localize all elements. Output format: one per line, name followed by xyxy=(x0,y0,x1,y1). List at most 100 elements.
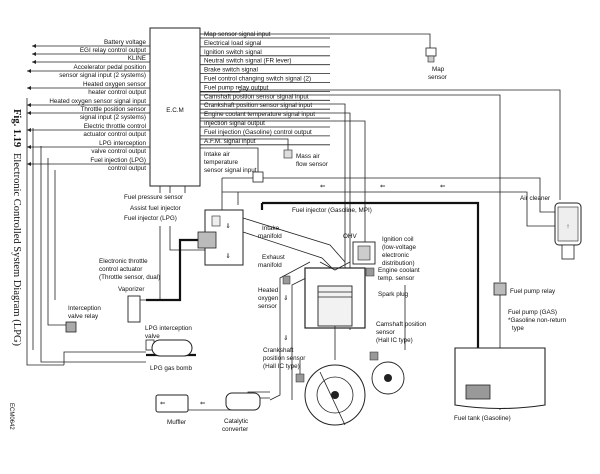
assist-fuel-injector-label: Assist fuel injector xyxy=(130,205,181,212)
map-sensor-label-2: sensor xyxy=(428,74,447,81)
intake-air-temp-label-2: temperature xyxy=(204,159,238,166)
heated-oxygen-sensor: Heated oxygen sensor xyxy=(258,275,291,310)
fuel-injector-lpg-label: Fuel injector (LPG) xyxy=(124,215,177,222)
left-signal-label: valve control output xyxy=(91,148,146,155)
fuel-tank-label: Fuel tank (Gasoline) xyxy=(454,415,511,422)
fuel-injector-gasoline-label: Fuel injector (Gasoline, MPI) xyxy=(292,207,372,214)
intake-air-temp-sensor xyxy=(283,149,293,159)
ohv-label: OHV xyxy=(343,233,357,240)
right-signal-label: Fuel injection (Gasoline) control output xyxy=(204,129,312,136)
intake-manifold-label-2: manifold xyxy=(258,233,282,240)
lpg-gas-bomb: LPG gas bomb xyxy=(150,339,193,372)
ignition-coil-label-3: electronic xyxy=(382,252,409,259)
left-signal-label: Fuel injection (LPG) xyxy=(90,157,146,164)
intake-manifold: Intake manifold xyxy=(242,217,346,271)
right-signal-label: Fuel control changing switch signal (2) xyxy=(204,76,311,83)
catalytic-label-1: Catalytic xyxy=(224,418,248,425)
ignition-coil-label-1: Ignition coil xyxy=(382,236,414,243)
heated-o2-label-2: oxygen xyxy=(258,295,279,302)
etc-actuator-label-2: control actuator xyxy=(99,266,142,273)
air-cleaner: Air cleaner ↑ xyxy=(520,195,582,260)
exhaust-manifold-label-1: Exhaust xyxy=(262,254,285,261)
crankshaft-sensor-label-3: (Hall IC type) xyxy=(263,363,300,370)
figure-code-group: ECM0642 xyxy=(8,403,14,430)
svg-text:⇓: ⇓ xyxy=(283,295,288,302)
spark-plug-label: Spark plug xyxy=(378,291,409,298)
figure-code: ECM0642 xyxy=(8,403,14,430)
crankshaft-sensor-label-1: Crankshaft xyxy=(263,347,294,354)
heated-o2-label-1: Heated xyxy=(258,287,279,294)
map-sensor-label-1: Map xyxy=(432,66,445,73)
svg-text:⇐: ⇐ xyxy=(320,183,325,190)
coolant-temp-label-1: Engine coolant xyxy=(378,267,420,274)
right-signal-label: Ignition switch signal xyxy=(204,49,262,56)
fuel-tank: Fuel pump (GAS) *Gasoline non-return typ… xyxy=(454,309,567,422)
right-signal-label: Electrical load signal xyxy=(204,40,261,47)
right-signal-label: A.F.M. signal input xyxy=(204,138,256,145)
right-signal-label: Engine coolant temperature signal input xyxy=(204,111,315,118)
left-signal-label: Accelerator pedal position xyxy=(74,64,147,71)
left-signal-label: Electric throttle control xyxy=(84,123,146,130)
interception-valve-relay: Interception valve relay xyxy=(65,305,101,333)
etc-actuator-label-3: (Throttle sensor, dual) xyxy=(99,274,160,281)
heated-o2-label-3: sensor xyxy=(258,303,277,310)
left-signal-label: LPG interception xyxy=(99,140,146,147)
right-signal-label: Fuel pump relay output xyxy=(204,84,269,91)
camshaft-sensor-label-1: Camshaft position xyxy=(376,321,427,328)
left-signal-label: KLINE xyxy=(128,55,146,62)
camshaft-sensor: Camshaft position sensor (Hall IC type) xyxy=(369,321,427,395)
left-signal-label: signal input (2 systems) xyxy=(80,114,146,121)
ecm-label: E.C.M xyxy=(166,107,184,114)
intake-air-temp-label-1: Intake air xyxy=(204,151,230,158)
fuel-pump-gas-label-3: type xyxy=(512,325,524,332)
lpg-valve-label-2: valve xyxy=(145,333,160,340)
ignition-coil: Ignition coil (low-voltage electronic di… xyxy=(352,236,416,267)
fuel-pressure-sensor-label: Fuel pressure sensor xyxy=(124,194,183,201)
left-signal-label: Heated oxygen sensor signal input xyxy=(49,98,146,105)
left-signal-label: EGI relay control output xyxy=(80,47,146,54)
left-signal-label: actuator control output xyxy=(83,131,146,138)
svg-text:↑: ↑ xyxy=(566,223,569,230)
right-signal-label: Brake switch signal xyxy=(204,67,258,74)
coolant-temp-label-2: temp. sensor xyxy=(378,275,414,282)
figure-title: Electronic Controlled System Diagram (LP… xyxy=(11,153,22,347)
figure-number: Fig. 1.19 xyxy=(11,109,22,147)
left-signal-label: Battery voltage xyxy=(104,39,147,46)
engine-block xyxy=(304,261,366,360)
right-signal-label: Camshaft position sensor signal input xyxy=(204,93,309,100)
left-signal-label: heater control output xyxy=(88,89,146,96)
left-signal-label: sensor signal input (2 systems) xyxy=(59,72,146,79)
wiring xyxy=(26,33,561,410)
right-signal-label: Injection signal output xyxy=(204,120,265,127)
mass-air-flow-label-1: Mass air xyxy=(296,153,320,160)
ecm-box xyxy=(149,27,201,187)
interception-relay-label-1: Interception xyxy=(68,305,101,312)
svg-text:⇓: ⇓ xyxy=(283,335,288,342)
lpg-gas-bomb-label: LPG gas bomb xyxy=(150,365,193,372)
camshaft-sensor-label-3: (Hall IC type) xyxy=(376,337,413,344)
ignition-coil-label-2: (low-voltage xyxy=(382,244,416,251)
muffler-label: Muffler xyxy=(167,419,186,426)
intake-manifold-label-1: Intake xyxy=(262,225,280,232)
mass-air-flow-label-2: flow sensor xyxy=(296,161,328,168)
mass-air-flow-sensor xyxy=(252,171,264,183)
throttle-body: ⇓ ⇓ xyxy=(197,209,244,266)
lpg-valve-label-1: LPG interception xyxy=(145,325,192,332)
air-cleaner-label: Air cleaner xyxy=(520,195,550,202)
exhaust-system: Muffler Catalytic converter ⇐ ⇐ xyxy=(155,391,270,433)
fuel-pump-relay-label: Fuel pump relay xyxy=(510,288,556,295)
left-signal-label: control output xyxy=(108,165,146,172)
svg-text:⇐: ⇐ xyxy=(160,400,165,407)
fuel-pump-gas-label-2: *Gasoline non-return xyxy=(508,317,567,324)
svg-text:⇐: ⇐ xyxy=(200,400,205,407)
exhaust-manifold-label-2: manifold xyxy=(258,262,282,269)
map-sensor: Map sensor xyxy=(425,47,447,81)
svg-text:⇐: ⇐ xyxy=(440,183,445,190)
vaporizer: Vaporizer xyxy=(118,286,144,323)
fuel-pump-relay: Fuel pump relay xyxy=(493,282,556,296)
right-signal-label: Map sensor signal input xyxy=(204,31,271,38)
catalytic-label-2: converter xyxy=(222,426,248,433)
intake-air-temp-label-3: sensor signal input xyxy=(204,167,257,174)
